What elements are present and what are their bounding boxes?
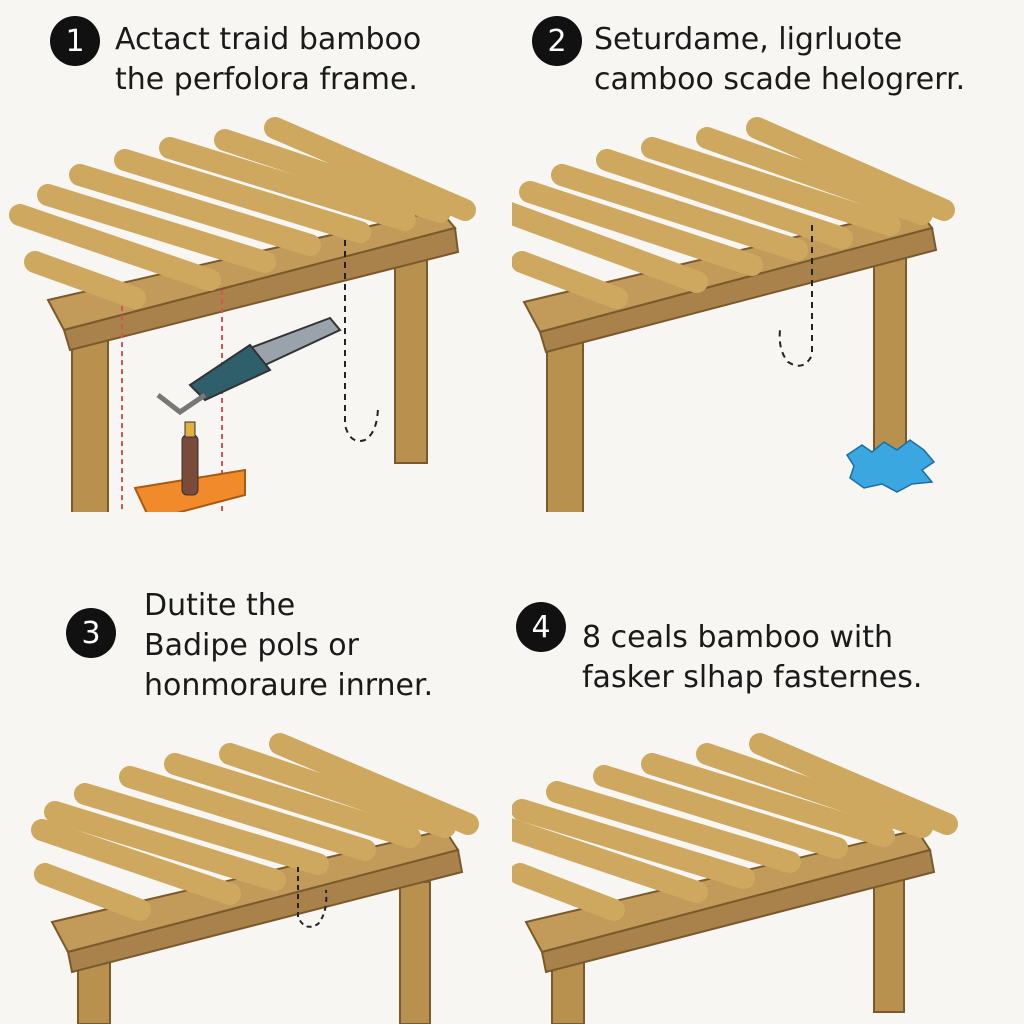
- instruction-line: Dutite the: [144, 588, 296, 623]
- instruction-line: the perfolora frame.: [115, 62, 418, 97]
- beam-front-side: [540, 848, 936, 974]
- step-instruction: Actact traid bamboo the perfolora frame.: [115, 20, 421, 100]
- pergola-illustration-1: [9, 117, 476, 512]
- step-number-badge: 2: [532, 16, 582, 66]
- step-number: 1: [65, 23, 85, 59]
- heat-gun-icon: [156, 316, 342, 416]
- pergola-illustration-2: [512, 117, 955, 512]
- step-number: 2: [547, 23, 567, 59]
- step-instruction: 8 ceals bamboo with fasker slhap fastern…: [582, 618, 922, 698]
- instruction-line: Seturdame, ligrluote: [594, 22, 903, 57]
- beam-front-side: [538, 226, 938, 354]
- post-right: [873, 254, 907, 471]
- step-number-badge: 3: [66, 608, 116, 658]
- bamboo-roof: [9, 117, 476, 309]
- step-panel-4: 4 8 ceals bamboo with fasker slhap faste…: [512, 512, 1024, 1024]
- tray-icon: [133, 421, 246, 512]
- beam-front-side: [62, 226, 460, 352]
- pergola-illustration-3: [31, 733, 479, 1024]
- post-left: [71, 319, 109, 512]
- step-instruction: Seturdame, ligrluote camboo scade helogr…: [594, 20, 965, 100]
- instruction-line: Actact traid bamboo: [115, 22, 422, 57]
- guide-arrow: [778, 225, 813, 367]
- instruction-line: camboo scade helogrerr.: [594, 62, 966, 97]
- guide-arrow: [344, 240, 379, 442]
- step-number-badge: 4: [516, 602, 566, 652]
- step-panel-1: 1 Actact traid bamboo the perfolora fram…: [0, 0, 512, 512]
- instruction-line: fasker slhap fasternes.: [582, 660, 923, 695]
- bamboo-roof: [512, 733, 958, 921]
- pergola-illustration-4: [512, 733, 958, 1024]
- instruction-line: 8 ceals bamboo with: [582, 620, 894, 655]
- instruction-line: honmoraure inrner.: [144, 668, 434, 703]
- bamboo-roof: [31, 733, 479, 921]
- post-right: [394, 257, 428, 464]
- beam-front-side: [66, 848, 464, 974]
- guide-arrow: [297, 867, 328, 928]
- water-splash-icon: [845, 439, 936, 493]
- instruction-line: Badipe pols or: [144, 628, 359, 663]
- step-number-badge: 1: [50, 16, 100, 66]
- step-instruction: Dutite the Badipe pols or honmoraure inr…: [144, 586, 433, 706]
- step-number: 4: [531, 609, 551, 645]
- post-right: [399, 881, 431, 1024]
- bamboo-roof: [512, 117, 955, 309]
- step-panel-3: 3 Dutite the Badipe pols or honmoraure i…: [0, 512, 512, 1024]
- step-number: 3: [81, 615, 101, 651]
- post-right: [873, 879, 905, 1013]
- step-panel-2: 2 Seturdame, ligrluote camboo scade helo…: [512, 0, 1024, 512]
- post-left: [546, 319, 584, 512]
